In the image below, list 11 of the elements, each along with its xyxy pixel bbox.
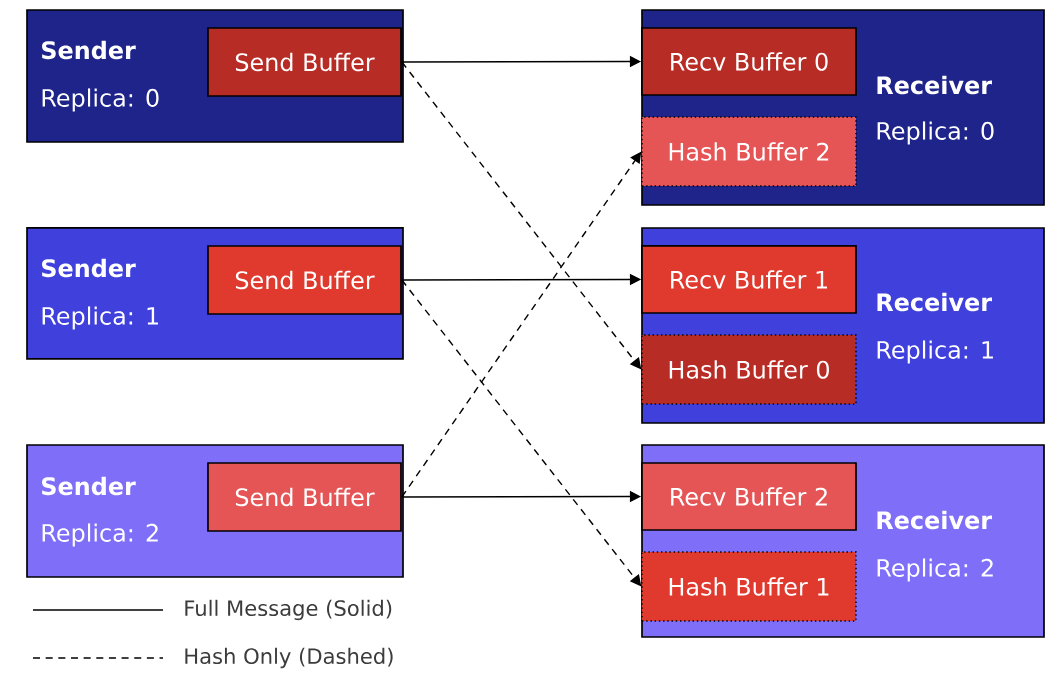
buffer-box: Send Buffer xyxy=(207,462,402,532)
buffer-box: Recv Buffer 2 xyxy=(641,462,857,531)
legend-entry: Full Message (Solid) xyxy=(32,599,392,621)
buffer-box: Recv Buffer 0 xyxy=(641,27,857,96)
legend-entry: Hash Only (Dashed) xyxy=(32,647,393,669)
hash-buffer-box: Hash Buffer 1 xyxy=(641,551,857,622)
buffer-box: Recv Buffer 1 xyxy=(641,245,857,314)
buffer-box: Send Buffer xyxy=(207,27,402,97)
hash-buffer-box: Hash Buffer 0 xyxy=(641,334,857,405)
buffer-box: Send Buffer xyxy=(207,245,402,315)
hash-buffer-box: Hash Buffer 2 xyxy=(641,116,857,187)
